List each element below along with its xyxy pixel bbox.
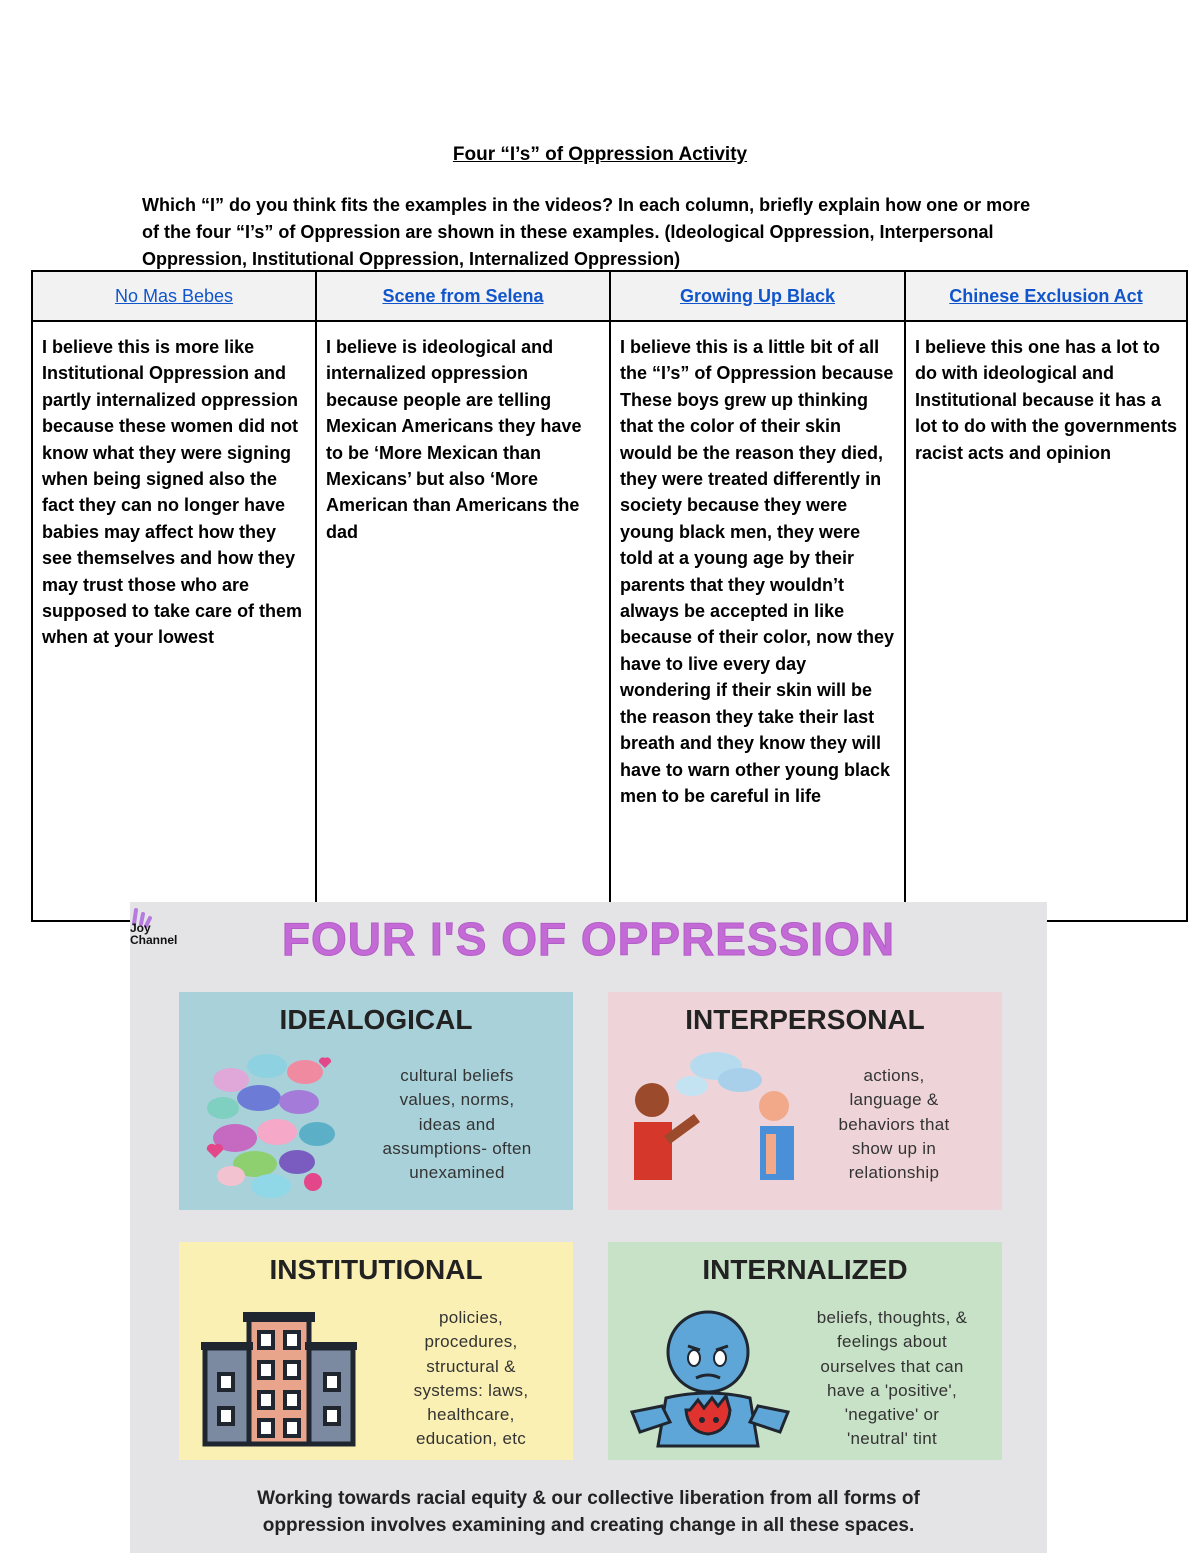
quadrant-interpersonal: INTERPERSONAL actions, language & behavi… bbox=[608, 992, 1002, 1210]
quadrant-ideological: IDEALOGICAL cultural beliefs values, nor… bbox=[179, 992, 573, 1210]
instructions-text: Which “I” do you think fits the examples… bbox=[142, 195, 1031, 269]
quadrant-description: beliefs, thoughts, & feelings about ours… bbox=[816, 1308, 968, 1449]
quadrant-institutional: INSTITUTIONAL policies, procedures, stru… bbox=[179, 1242, 573, 1460]
quadrant-title: INTERPERSONAL bbox=[685, 1004, 925, 1035]
answer-cell-selena: I believe is ideological and internalize… bbox=[315, 320, 611, 922]
activity-table: No Mas Bebes Scene from Selena Growing U… bbox=[31, 270, 1188, 922]
people-talking-icon bbox=[634, 1052, 794, 1180]
joy-channel-logo-icon bbox=[132, 908, 152, 928]
quadrant-title: INTERNALIZED bbox=[702, 1254, 908, 1285]
video-link-no-mas-bebes[interactable]: No Mas Bebes bbox=[114, 285, 234, 306]
quadrant-title: INSTITUTIONAL bbox=[269, 1254, 483, 1285]
infographic-footer: Working towards racial equity & our coll… bbox=[257, 1488, 920, 1536]
video-link-growing-up-black[interactable]: Growing Up Black bbox=[679, 285, 836, 306]
worried-figure-icon bbox=[629, 1310, 791, 1448]
header-cell: Chinese Exclusion Act bbox=[904, 270, 1188, 322]
quadrant-title: IDEALOGICAL bbox=[279, 1004, 473, 1035]
speech-bubbles-icon bbox=[206, 1054, 335, 1198]
building-icon bbox=[201, 1312, 357, 1447]
answer-cell-chinese-exclusion-act: I believe this one has a lot to do with … bbox=[904, 320, 1188, 922]
infographic-title: FOUR I'S OF OPPRESSION bbox=[281, 913, 896, 966]
quadrant-description: policies, procedures, structural & syste… bbox=[413, 1308, 529, 1449]
header-cell: Scene from Selena bbox=[315, 270, 611, 322]
video-link-chinese-exclusion-act[interactable]: Chinese Exclusion Act bbox=[949, 285, 1143, 306]
table-row: I believe this is more like Institutiona… bbox=[31, 320, 1188, 922]
quadrant-description: actions, language & behaviors that show … bbox=[838, 1066, 950, 1183]
logo-text: Joy Channel bbox=[130, 921, 178, 947]
quadrant-internalized: INTERNALIZED beliefs, thoughts, & feelin… bbox=[608, 1242, 1002, 1460]
table-header-row: No Mas Bebes Scene from Selena Growing U… bbox=[31, 270, 1188, 322]
header-cell: Growing Up Black bbox=[609, 270, 906, 322]
quadrant-description: cultural beliefs values, norms, ideas an… bbox=[382, 1066, 532, 1183]
oppression-infographic: Joy Channel FOUR I'S OF OPPRESSION IDEAL… bbox=[130, 902, 1047, 1553]
answer-cell-no-mas-bebes: I believe this is more like Institutiona… bbox=[31, 320, 317, 922]
document-title: Four “I’s” of Oppression Activity bbox=[452, 144, 748, 165]
header-cell: No Mas Bebes bbox=[31, 270, 317, 322]
video-link-selena[interactable]: Scene from Selena bbox=[382, 285, 544, 306]
answer-cell-growing-up-black: I believe this is a little bit of all th… bbox=[609, 320, 906, 922]
